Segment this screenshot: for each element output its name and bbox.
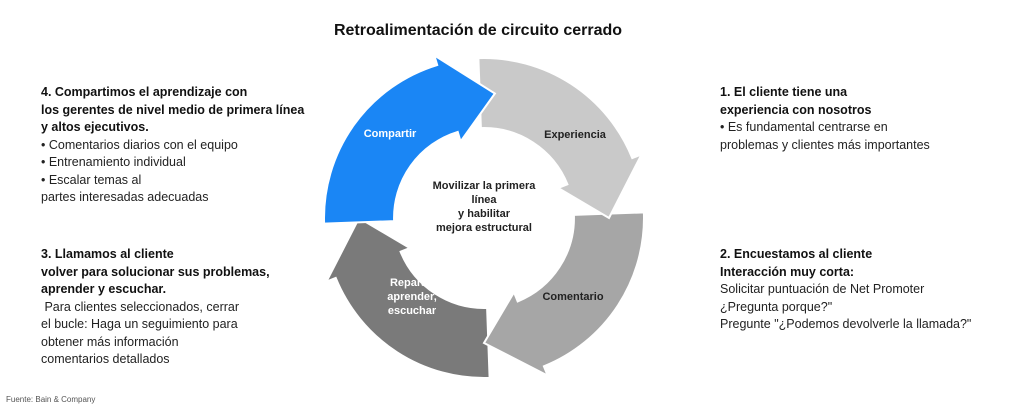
- step-4-heading-line: 4. Compartimos el aprendizaje con: [41, 85, 248, 99]
- step-3-heading-line: 3. Llamamos al cliente: [41, 247, 174, 261]
- step-2-heading-line: 2. Encuestamos al cliente: [720, 247, 873, 261]
- step-4-heading-line: y altos ejecutivos.: [41, 120, 149, 134]
- step-3-body-line: comentarios detallados: [41, 352, 170, 366]
- step-1-heading-line: experiencia con nosotros: [720, 102, 872, 117]
- comentario-label: Comentario: [542, 291, 603, 303]
- experiencia-label: Experiencia: [544, 129, 607, 141]
- step-1-heading-line: 1. El cliente tiene una: [720, 85, 848, 99]
- step-1-body-line: • Es fundamental centrarse en: [720, 120, 888, 134]
- compartir-label: Compartir: [364, 128, 417, 140]
- step-3-body-line: obtener más información: [41, 334, 179, 349]
- step-4-body-line: • Comentarios diarios con el equipo: [41, 137, 238, 152]
- comentario-arrow: [482, 211, 645, 378]
- step-3-text: 3. Llamamos al cliente volver para soluc…: [41, 246, 270, 369]
- compartir-arrow: [323, 53, 497, 225]
- step-2-text: 2. Encuestamos al cliente Interacción mu…: [720, 246, 971, 334]
- source-note: Fuente: Bain & Company: [6, 395, 96, 404]
- step-2-body-line: Pregunte "¿Podemos devolverle la llamada…: [720, 317, 972, 331]
- step-4-heading-line: los gerentes de nivel medio de primera l…: [41, 102, 305, 117]
- step-4-body-line: • Escalar temas al: [41, 172, 142, 187]
- step-1-text: 1. El cliente tiene una experiencia con …: [720, 84, 930, 154]
- step-2-heading-line: Interacción muy corta:: [720, 264, 855, 279]
- step-4-body-line: partes interesadas adecuadas: [41, 190, 209, 204]
- step-3-heading-line: volver para solucionar sus problemas,: [41, 264, 270, 279]
- step-4-body-line: • Entrenamiento individual: [41, 155, 186, 169]
- step-1-body-line: problemas y clientes más importantes: [720, 137, 930, 152]
- step-3-body-line: el bucle: Haga un seguimiento para: [41, 317, 238, 331]
- reparar-arrow: [324, 216, 491, 379]
- diagram-title: Retroalimentación de circuito cerrado: [333, 22, 623, 39]
- step-3-body-line: Para clientes seleccionados, cerrar: [41, 299, 240, 314]
- step-4-text: 4. Compartimos el aprendizaje con los ge…: [41, 84, 304, 207]
- step-3-heading-line: aprender y escuchar.: [41, 282, 167, 296]
- step-2-body-line: ¿Pregunta porque?": [720, 299, 833, 314]
- experiencia-arrow: [477, 57, 644, 220]
- step-2-body-line: Solicitar puntuación de Net Promoter: [720, 282, 925, 296]
- reparar-label: Reparar,aprender,escuchar: [387, 277, 437, 317]
